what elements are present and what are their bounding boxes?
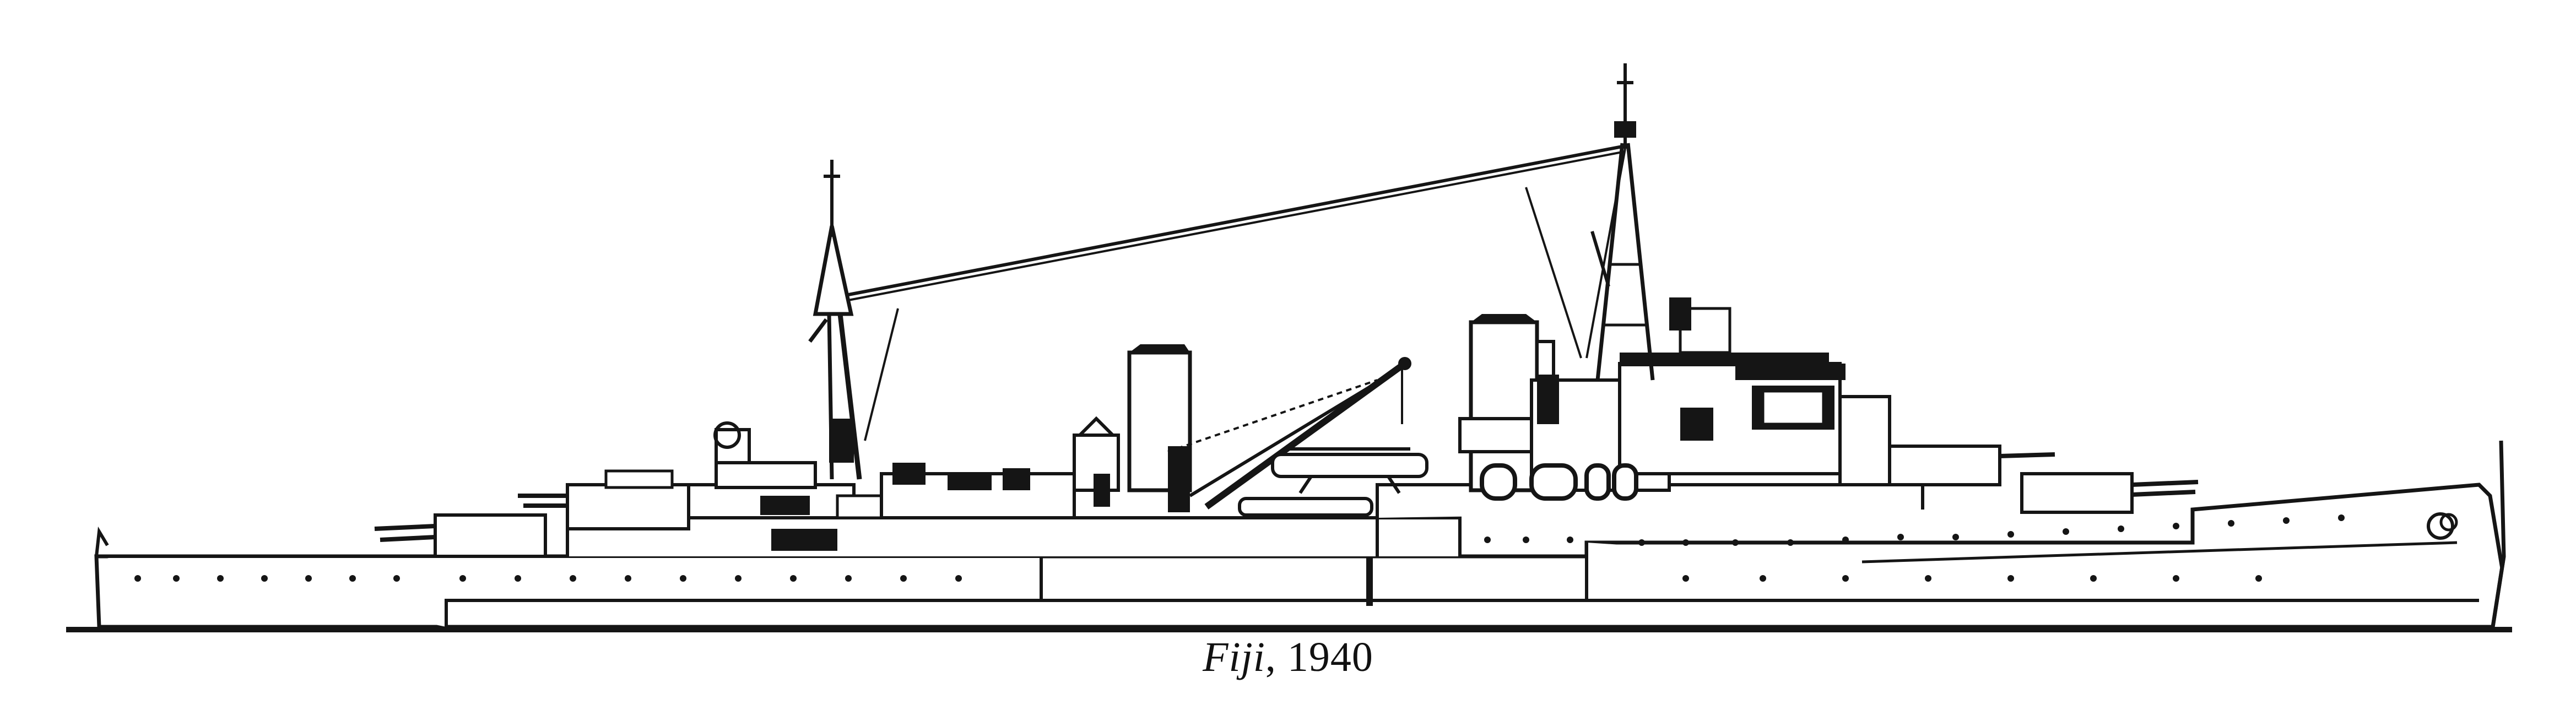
seaplane	[1238, 447, 1428, 517]
aft-turrets	[374, 469, 690, 558]
foremast	[1525, 63, 1691, 381]
figure-caption: Fiji, 1940	[0, 633, 2576, 681]
forward-funnel	[1458, 314, 1555, 492]
mast-stay	[848, 144, 1626, 296]
hull	[94, 440, 2506, 629]
bridge-superstructure	[1480, 307, 1891, 501]
aircraft-crane	[1167, 357, 1411, 512]
midships-equipment	[880, 416, 1120, 519]
mainmast	[808, 160, 899, 480]
forward-turrets	[1888, 445, 2199, 514]
portholes	[134, 514, 2345, 582]
caption-year: 1940	[1287, 634, 1373, 680]
caption-separator: ,	[1265, 634, 1287, 680]
ship-name: Fiji	[1203, 634, 1265, 680]
